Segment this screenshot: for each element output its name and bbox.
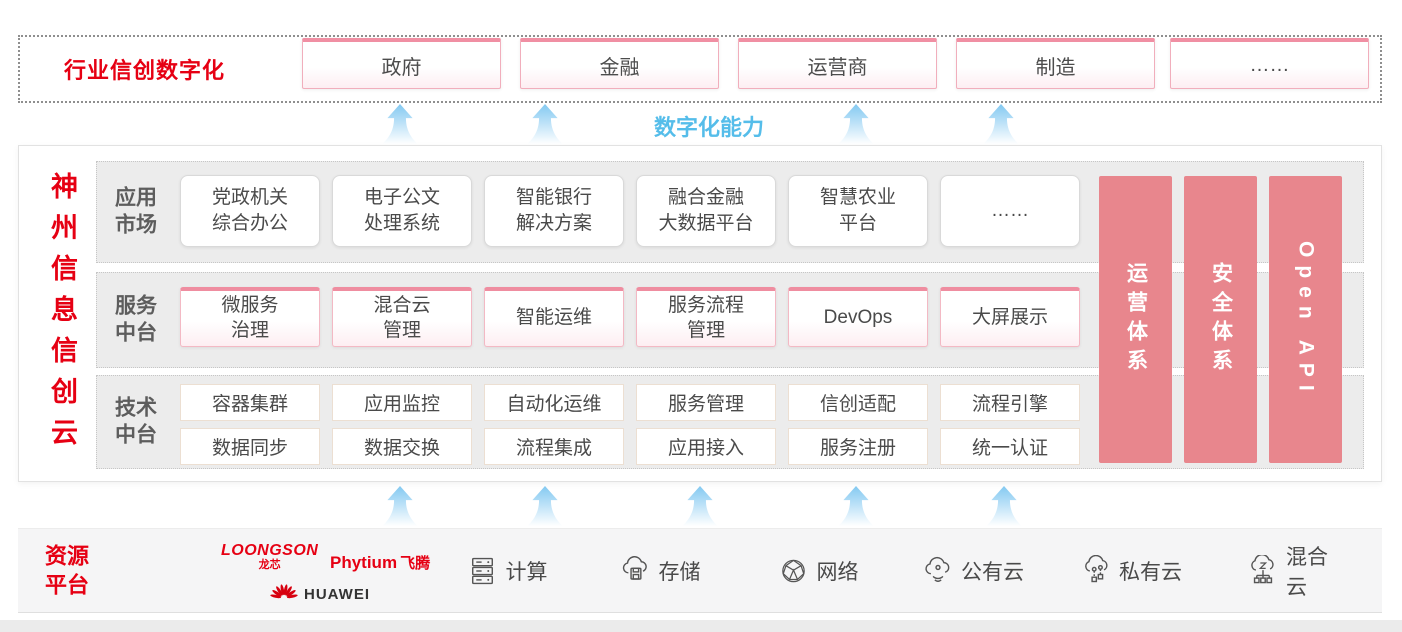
- service-middle-label: 服务 中台: [115, 294, 157, 345]
- loongson-cn-text: 龙芯: [258, 559, 281, 571]
- phytium-brand-text: Phytium: [330, 553, 398, 572]
- loongson-logo: LOONGSON 龙芯: [221, 542, 318, 571]
- resource-item-label: 计算: [505, 560, 548, 584]
- tech-middle-band: 技术 中台 容器集群 应用监控 自动化运维 服务管理 信创适配 流程引擎 数据同…: [96, 375, 1364, 469]
- app-market-box: 党政机关 综合办公: [180, 175, 320, 247]
- industry-box-label: ……: [1249, 53, 1290, 76]
- up-arrow-icon: [522, 104, 568, 144]
- up-arrow-icon: [978, 104, 1024, 144]
- phytium-cn-text: 飞腾: [400, 555, 431, 572]
- tech-box: 应用接入: [636, 428, 776, 465]
- resource-item-label: 私有云: [1119, 560, 1182, 584]
- industry-box-manufacturing: 制造: [956, 38, 1155, 89]
- up-arrow-icon: [833, 486, 879, 526]
- capability-label: 数字化能力: [653, 115, 764, 140]
- tech-box: 自动化运维: [484, 384, 624, 421]
- industry-box-label: 运营商: [807, 56, 868, 79]
- industry-box-finance: 金融: [520, 38, 719, 89]
- up-arrow-icon: [677, 486, 723, 526]
- tech-box: 服务管理: [636, 384, 776, 421]
- tech-box: 流程引擎: [940, 384, 1080, 421]
- industry-box-label: 制造: [1035, 56, 1076, 79]
- loongson-brand-text: LOONGSON: [221, 542, 319, 559]
- resource-item-hybrid-cloud: 混合云: [1247, 541, 1337, 601]
- up-arrow-icon: [377, 104, 423, 144]
- industry-box-more: ……: [1170, 38, 1369, 89]
- service-box: 智能运维: [484, 287, 624, 347]
- service-box: 大屏展示: [940, 287, 1080, 347]
- service-box: 混合云 管理: [332, 287, 472, 347]
- app-market-label: 应用 市场: [115, 186, 157, 237]
- resource-item-storage: 存储: [620, 555, 701, 587]
- industry-banner: 行业信创数字化 政府 金融 运营商 制造 ……: [18, 35, 1382, 103]
- resource-item-label: 存储: [658, 560, 701, 584]
- app-market-box: 智慧农业 平台: [788, 175, 928, 247]
- industry-box-carrier: 运营商: [738, 38, 937, 89]
- resource-label: 资源 平台: [45, 542, 90, 598]
- tech-box: 应用监控: [332, 384, 472, 421]
- app-market-box: 电子公文 处理系统: [332, 175, 472, 247]
- app-market-box-more: ……: [940, 175, 1080, 247]
- footer-strip: [0, 620, 1402, 632]
- huawei-flower-icon: [270, 581, 298, 608]
- app-market-box: 智能银行 解决方案: [484, 175, 624, 247]
- app-market-band: 应用 市场 党政机关 综合办公 电子公文 处理系统 智能银行 解决方案 融合金融…: [96, 161, 1364, 263]
- industry-box-government: 政府: [302, 38, 501, 89]
- resource-item-private-cloud: 私有云: [1080, 554, 1182, 587]
- tech-middle-label: 技术 中台: [115, 396, 157, 447]
- up-arrow-icon: [833, 104, 879, 144]
- platform-panel: 神州信息信创云 应用 市场 党政机关 综合办公 电子公文 处理系统 智能银行 解…: [18, 145, 1382, 482]
- resource-item-label: 混合云: [1286, 545, 1328, 599]
- private-cloud-icon: [1080, 554, 1112, 587]
- resource-item-label: 网络: [816, 560, 859, 584]
- pillar-security-system: 安全体系: [1184, 176, 1257, 463]
- network-icon: [778, 555, 810, 587]
- tech-box: 统一认证: [940, 428, 1080, 465]
- storage-icon: [620, 555, 652, 587]
- resource-item-compute: 计算: [467, 555, 548, 587]
- pillar-open-api: Open API: [1269, 176, 1342, 463]
- industry-banner-title: 行业信创数字化: [64, 58, 226, 83]
- tech-box: 流程集成: [484, 428, 624, 465]
- huawei-brand-text: HUAWEI: [304, 586, 370, 603]
- hybrid-cloud-icon: [1247, 554, 1279, 587]
- compute-icon: [467, 555, 499, 587]
- service-box: 服务流程 管理: [636, 287, 776, 347]
- public-cloud-icon: [922, 555, 954, 587]
- app-market-box: 融合金融 大数据平台: [636, 175, 776, 247]
- resource-item-label: 公有云: [961, 560, 1024, 584]
- tech-box: 容器集群: [180, 384, 320, 421]
- platform-vertical-title: 神州信息信创云: [47, 172, 77, 459]
- resource-band: 资源 平台 LOONGSON 龙芯 Phytium 飞腾: [18, 528, 1382, 613]
- resource-item-network: 网络: [778, 555, 859, 587]
- up-arrow-icon: [377, 486, 423, 526]
- service-box: DevOps: [788, 287, 928, 347]
- industry-box-label: 政府: [381, 56, 422, 79]
- tech-box: 数据同步: [180, 428, 320, 465]
- phytium-logo: Phytium 飞腾: [330, 552, 430, 573]
- industry-box-label: 金融: [599, 56, 640, 79]
- service-box: 微服务 治理: [180, 287, 320, 347]
- up-arrow-icon: [522, 486, 568, 526]
- tech-box: 数据交换: [332, 428, 472, 465]
- service-middle-band: 服务 中台 微服务 治理 混合云 管理 智能运维 服务流程 管理 DevOps …: [96, 272, 1364, 368]
- pillar-operation-system: 运营体系: [1099, 176, 1172, 463]
- tech-box: 服务注册: [788, 428, 928, 465]
- up-arrow-icon: [981, 486, 1027, 526]
- tech-box: 信创适配: [788, 384, 928, 421]
- huawei-logo: HUAWEI: [270, 581, 370, 608]
- resource-item-public-cloud: 公有云: [922, 555, 1024, 587]
